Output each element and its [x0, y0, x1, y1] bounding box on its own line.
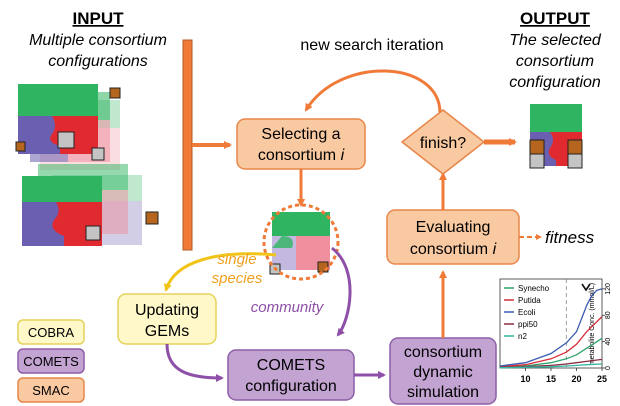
chart-plot-area: [499, 278, 603, 369]
fitness-label: fitness: [545, 228, 595, 247]
chart-y-tick-label: 120: [605, 283, 612, 295]
chart-end-marker-icon: [581, 283, 591, 292]
finish-decision: [400, 109, 486, 175]
chart-legend-label: Putida: [518, 296, 541, 305]
input-collector-bar: [182, 39, 193, 251]
chart-legend-label: Ecoli: [518, 308, 536, 317]
simulation-chart: 10 15 20 25 0 40 80 120 metabolite Conc. (mmol/L…: [499, 278, 612, 384]
selected-consortium-tile: [262, 203, 340, 281]
community-label: community: [251, 299, 325, 316]
evaluating-line2: consortium i: [410, 241, 497, 258]
chart-legend-label: ppi50: [518, 320, 538, 329]
output-title: OUTPUT: [520, 9, 591, 28]
output-consortium-tile: [529, 104, 583, 169]
arrow-finish-to-selecting: [304, 69, 442, 114]
arrow-consortium-to-comets-config: [331, 246, 352, 337]
evaluating-line1: Evaluating: [416, 219, 491, 236]
chart-y-tick-label: 0: [605, 366, 612, 370]
svg-text:SMAC: SMAC: [32, 383, 70, 398]
input-config-stack-bottom: [22, 164, 159, 246]
loop-label: new search iteration: [300, 37, 443, 54]
single-species-label-line2: species: [212, 270, 263, 287]
chart-x-tick-label: 15: [546, 374, 556, 384]
output-subtitle-line3: configuration: [509, 74, 601, 91]
legend-comets: COMETS: [17, 348, 85, 374]
input-config-stack-top: [15, 84, 121, 170]
chart-y-tick-label: 40: [605, 338, 612, 346]
chart-series-line-putida: [499, 316, 603, 368]
updating-line2: GEMs: [145, 323, 189, 340]
chart-x-tick-label: 25: [597, 374, 607, 384]
chart-series-line-synecho: [499, 337, 603, 368]
input-title: INPUT: [73, 9, 125, 28]
chart-x-tick-label: 10: [520, 374, 530, 384]
chart-legend-label: n2: [518, 332, 527, 341]
chart-series-line-ecoli: [499, 288, 603, 367]
dynamic-line1: consortium: [404, 344, 482, 361]
chart-x-tick-label: 20: [571, 374, 581, 384]
dynamic-line2: dynamic: [413, 364, 473, 381]
chart-y-axis-label: metabolite Conc. (mmol/L): [589, 283, 596, 365]
input-subtitle-line1: Multiple consortium: [29, 32, 167, 49]
finish-label: finish?: [420, 135, 466, 152]
arrow-updating-to-comets-config: [165, 343, 224, 382]
legend-cobra: COBRA: [17, 319, 85, 345]
comets-config-line2: configuration: [245, 378, 337, 395]
selecting-line1: Selecting a: [261, 126, 340, 143]
chart-y-tick-label: 80: [605, 311, 612, 319]
single-species-label-line1: single: [217, 251, 256, 268]
input-subtitle-line2: configurations: [48, 53, 148, 70]
svg-text:COMETS: COMETS: [23, 354, 79, 369]
arrow-consortium-to-updating: [163, 252, 277, 292]
updating-line1: Updating: [135, 302, 199, 319]
svg-text:COBRA: COBRA: [28, 325, 75, 340]
output-subtitle-line2: consortium: [516, 53, 594, 70]
legend-smac: SMAC: [17, 377, 85, 403]
dynamic-line3: simulation: [407, 384, 479, 401]
chart-legend-label: Synecho: [518, 284, 550, 293]
selecting-line2: consortium i: [258, 147, 345, 164]
output-subtitle-line1: The selected: [509, 32, 602, 49]
chart-series-line-n2: [499, 363, 603, 369]
comets-config-line1: COMETS: [257, 357, 325, 374]
